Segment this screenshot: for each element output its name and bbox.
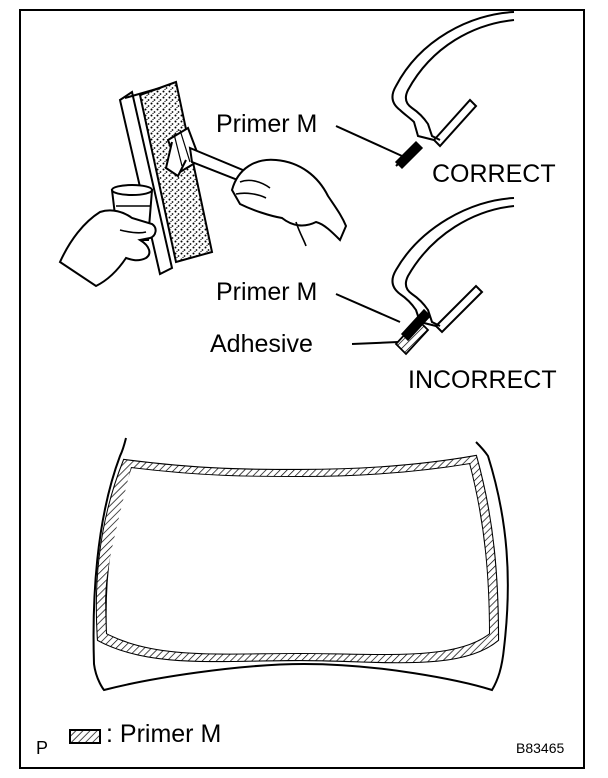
left-hand-icon (58, 209, 157, 288)
windshield-glass (92, 437, 509, 692)
primer-m-label-top: Primer M (216, 110, 318, 138)
incorrect-label: INCORRECT (408, 366, 557, 394)
primer-top-leader (335, 125, 403, 157)
correct-section-detail (391, 11, 515, 170)
right-hand-icon (230, 158, 348, 247)
legend-label: : Primer M (106, 720, 222, 748)
adhesive-leader (351, 341, 399, 345)
figure-code: B83465 (516, 740, 565, 756)
primer-m-label-bottom: Primer M (216, 278, 318, 306)
correct-label: CORRECT (432, 160, 556, 188)
primer-bottom-leader (335, 293, 401, 323)
incorrect-section-detail (391, 197, 515, 356)
legend-hatch-swatch (69, 729, 101, 744)
page-mark: P (36, 738, 49, 758)
adhesive-label: Adhesive (210, 330, 313, 358)
figure-frame (19, 9, 585, 769)
